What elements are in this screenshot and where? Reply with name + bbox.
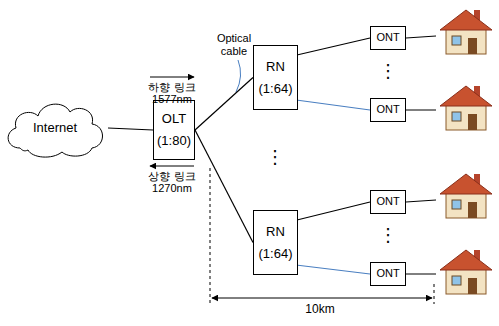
- node-title: ONT: [376, 267, 399, 280]
- drop-line: [406, 36, 436, 38]
- downlink-arrow: [150, 77, 194, 78]
- house-icon: [440, 86, 492, 130]
- node-title: ONT: [376, 31, 399, 44]
- drop-line: [406, 110, 436, 111]
- link-label: 상향 링크: [142, 170, 202, 183]
- node-ratio: (1:64): [259, 81, 293, 97]
- ellipsis: ⋮: [378, 62, 398, 80]
- optical-line: [298, 202, 370, 220]
- node-title: ONT: [376, 103, 399, 116]
- house-icon: [440, 174, 492, 218]
- dimension-label: 10km: [295, 303, 345, 317]
- olt-box: OLT (1:80): [153, 100, 195, 160]
- ont-box: ONT: [370, 98, 406, 122]
- ellipsis: ⋮: [378, 226, 398, 244]
- dimension-arrow: [212, 298, 432, 299]
- dimension-extension: [434, 284, 435, 304]
- ont-box: ONT: [370, 190, 406, 214]
- node-ratio: (1:64): [259, 246, 293, 262]
- rn-box: RN (1:64): [253, 45, 298, 110]
- ellipsis: ⋮: [265, 148, 285, 166]
- link-label: 하향 링크: [142, 81, 202, 94]
- drop-line: [406, 200, 436, 202]
- optical-line: [298, 100, 370, 110]
- optical-line: [298, 265, 370, 274]
- house-icon: [440, 250, 492, 294]
- uplink-arrow: [150, 166, 194, 167]
- node-title: Internet: [33, 120, 77, 136]
- node-title: OLT: [162, 111, 186, 127]
- internet-cloud: Internet: [2, 96, 108, 160]
- house-icon: [440, 10, 492, 54]
- node-ratio: (1:80): [157, 133, 191, 149]
- optical-line: [195, 130, 253, 243]
- wavelength-label: 1270nm: [142, 182, 202, 195]
- wavelength-label: 1577nm: [142, 93, 202, 106]
- leader-line: [236, 60, 241, 92]
- node-title: RN: [266, 224, 285, 240]
- optical-line: [298, 38, 370, 55]
- cable-label: Optical cable: [208, 32, 260, 57]
- ont-box: ONT: [370, 262, 406, 286]
- dimension-extension: [210, 168, 211, 304]
- drop-line: [406, 274, 436, 275]
- node-title: RN: [266, 59, 285, 75]
- optical-line: [108, 128, 153, 130]
- ont-box: ONT: [370, 26, 406, 50]
- optical-line: [195, 78, 253, 131]
- rn-box: RN (1:64): [253, 210, 298, 275]
- node-title: ONT: [376, 195, 399, 208]
